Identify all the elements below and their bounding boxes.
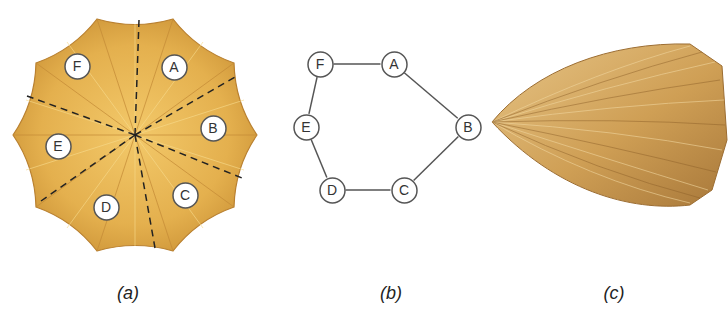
node-letter: D (327, 182, 337, 199)
unfolded-leaf (13, 19, 257, 251)
sector-circle: F (64, 53, 91, 80)
graph-node: F (307, 51, 334, 78)
sector-circle: D (93, 194, 120, 221)
graph-node: B (455, 114, 482, 141)
graph-node: E (293, 114, 320, 141)
dashed-divider (27, 20, 242, 248)
graph-edge (414, 136, 459, 180)
panel-label: (a) (117, 283, 139, 304)
sector-circle: E (45, 133, 72, 160)
graph-node: C (391, 177, 418, 204)
node-letter: C (399, 182, 409, 199)
node-letter: F (73, 58, 82, 75)
node-letter: C (180, 187, 190, 204)
sector-circle: B (200, 115, 227, 142)
panel-label: (c) (604, 283, 625, 304)
node-letter: D (101, 199, 111, 216)
sector-circle: A (161, 54, 188, 81)
node-letter: B (208, 120, 217, 137)
graph-edge (404, 73, 457, 118)
node-letter: E (301, 119, 310, 136)
graph-node: A (381, 51, 408, 78)
node-letter: A (389, 56, 398, 73)
graph-edge (311, 139, 327, 177)
node-letter: B (463, 119, 472, 136)
panel-label: (b) (380, 283, 402, 304)
node-letter: F (316, 56, 325, 73)
graph-edge (346, 189, 391, 191)
node-letter: A (169, 59, 178, 76)
graph-edge (334, 63, 381, 65)
graph-node: D (319, 177, 346, 204)
folded-leaf (492, 44, 727, 206)
node-letter: E (53, 138, 62, 155)
sector-circle: C (172, 182, 199, 209)
graph-edge (309, 77, 317, 114)
